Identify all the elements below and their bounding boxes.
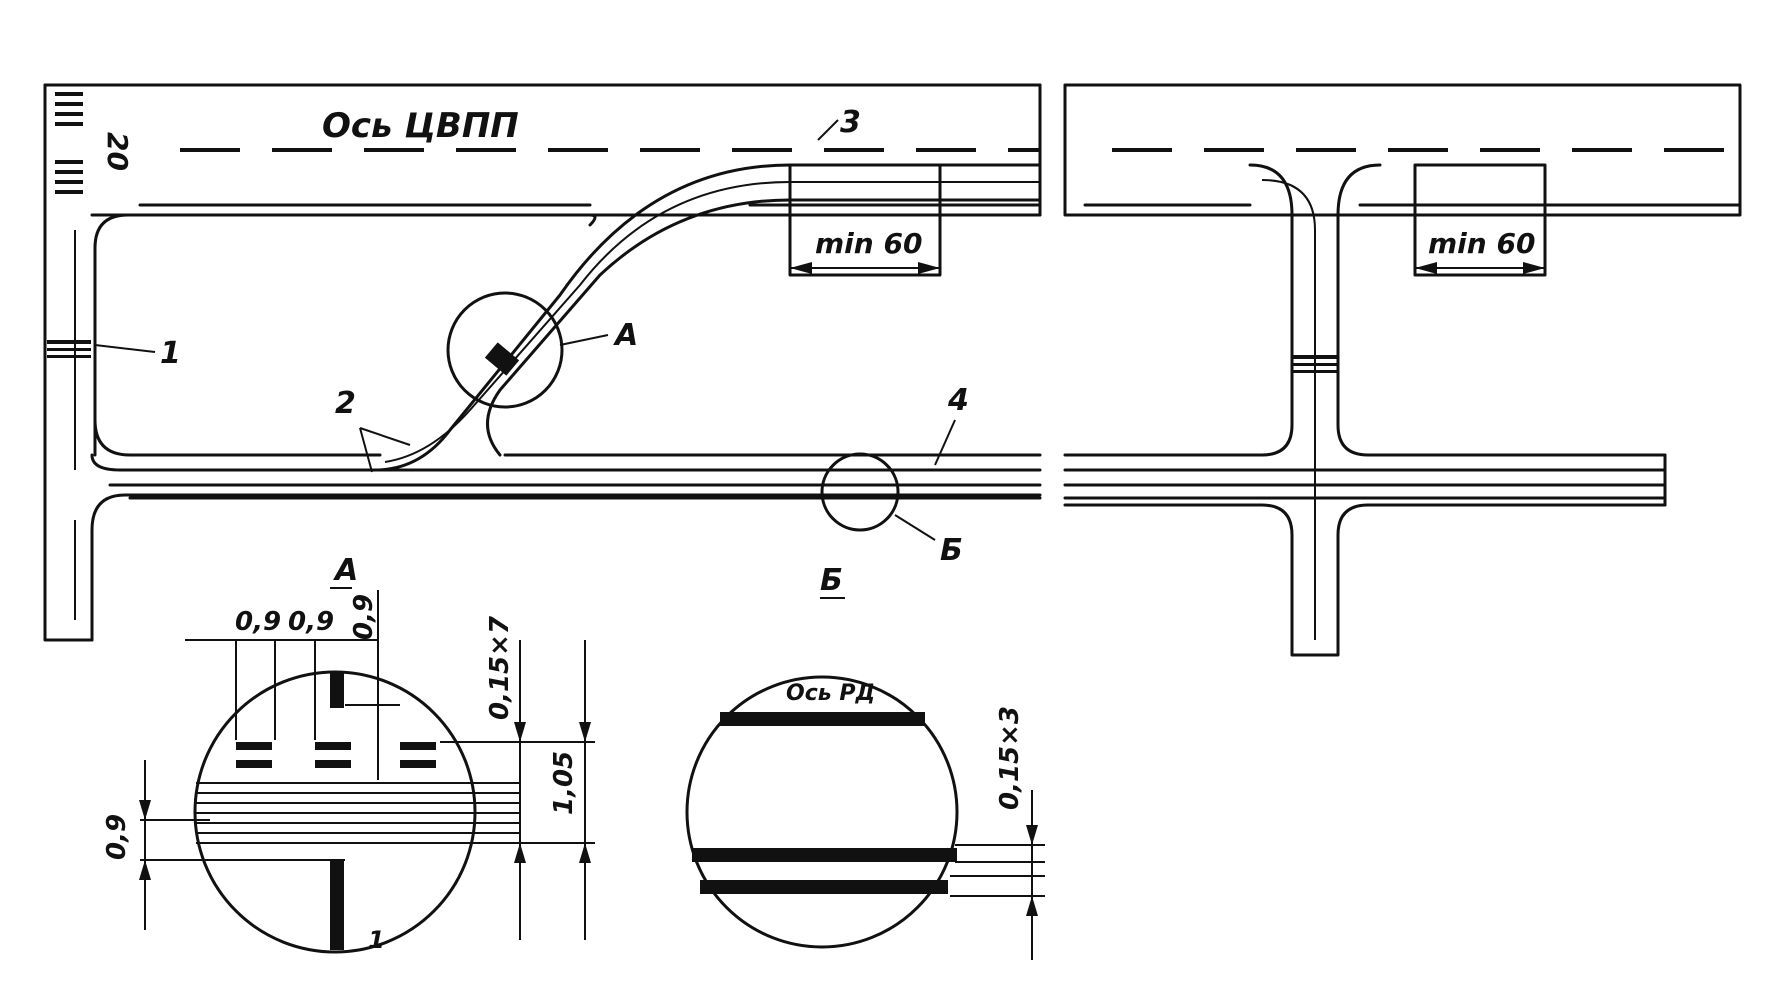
detail-b-axis-stripe [720,712,925,726]
min-distance-label-right: min 60 [1428,227,1535,260]
threshold-bars [55,92,83,194]
detail-a-dim-top-3: 0,9 [349,594,379,640]
left-loop-bottom [93,418,382,457]
min-distance-label-left: min 60 [815,227,922,260]
min-distance-arrow-left [790,262,812,274]
detail-a-dim-left: 0,9 [102,814,132,860]
runway-number: 20 [101,132,134,171]
detail-a-dim-height: 1,05 [549,751,579,815]
detail-b-arrow-1 [1026,825,1038,845]
left-loop-outline [93,213,130,457]
min-distance-arrow-right [918,262,940,274]
detail-a-arrow-2 [514,843,526,863]
left-taxiway-top-loop [90,453,482,472]
detail-b-stripe-1 [692,848,957,862]
detail-a-dim-top-1: 0,9 [235,607,281,637]
detail-a-arrow-1 [514,722,526,742]
detail-circle-b [820,452,900,532]
exit-taxiway-centerline [384,181,1040,463]
right-plan-view: min 60 [1063,83,1742,657]
detail-b-axis-label: Ось РД [786,681,875,706]
callout-1: 1 [160,336,181,371]
left-taxiway-inner-outline [90,493,1042,642]
detail-a-arrow-3 [579,722,591,742]
detail-a-dashes [236,672,436,950]
leader-3 [817,119,839,141]
exit-taxiway-outer [373,163,1042,472]
detail-a-dimension-lines [140,590,595,940]
right-stub-left [1063,503,1667,657]
callout-b: Б [940,533,963,568]
right-min-distance-box [1413,163,1547,277]
left-plan-view: Ось ЦВПП 20 min 60 1 2 3 4 А Б [43,83,1042,642]
runway-left-edge [43,83,94,642]
detail-b-dimension-lines [950,790,1045,960]
right-arrow-right [1523,262,1545,274]
leader-a [559,334,609,346]
right-connector-right [1336,163,1667,457]
detail-b: Б Ось РД 0,15×3 [685,563,1045,960]
holding-marking-1 [47,340,91,358]
right-arrow-left [1415,262,1437,274]
detail-b-title: Б [820,563,843,598]
detail-b-stripe-2 [700,880,948,894]
min-distance-box [788,163,942,277]
detail-a-arrow-6 [139,860,151,880]
detail-b-circle [685,675,959,949]
runway-axis-label: Ось ЦВПП [322,106,519,146]
right-connector-left [1063,163,1294,457]
leader-b [894,514,936,541]
callout-a: А [613,318,638,353]
detail-a-arrow-4 [579,843,591,863]
holding-marking-exit [484,342,520,376]
detail-a-dim-top-2: 0,9 [288,607,334,637]
detail-a-stripes [196,782,520,844]
detail-a-arrow-5 [139,800,151,820]
callout-2: 2 [335,386,356,421]
callout-4: 4 [947,383,969,418]
detail-a: А [102,553,595,954]
callout-3: 3 [840,105,861,140]
exit-taxiway-inner [486,198,1042,457]
leader-4 [934,419,956,466]
detail-b-arrow-2 [1026,896,1038,916]
right-holding-marking [1293,355,1337,373]
right-connector-centerline [1261,179,1316,640]
leader-2b [359,427,373,473]
detail-b-dim-stripes: 0,15×3 [995,706,1025,810]
detail-a-leader-number: 1 [368,926,385,954]
leader-1 [94,344,156,353]
right-runway-outline [1063,83,1742,217]
parallel-taxiway-lines [108,453,1042,500]
leader-2a [359,427,411,446]
detail-a-dim-stripes: 0,15×7 [485,615,515,720]
detail-circle-a [446,291,564,409]
detail-a-title: А [333,553,358,588]
right-parallel-taxiway [1063,453,1667,507]
